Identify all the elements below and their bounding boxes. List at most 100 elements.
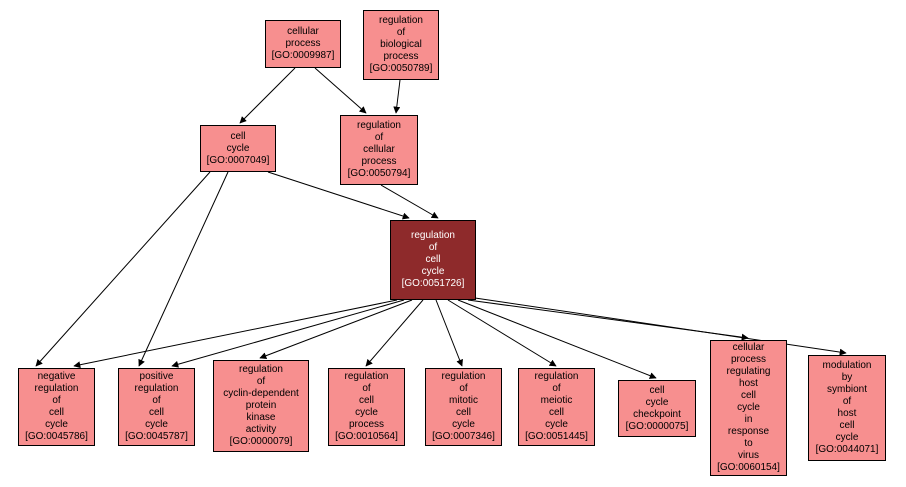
node-label-line: in [744,414,753,425]
edge-GO:0007049-to-GO:0045786 [35,171,211,367]
node-label-line: [GO:0010564] [335,431,398,442]
node-label-line: cell [455,407,471,418]
node-label-line: cycle [45,419,68,430]
node-label-line: of [428,242,438,253]
node-label-line: [GO:0000075] [625,420,689,432]
node-label-line: cell [740,390,756,401]
node-GO:0060154[interactable]: cellularprocessregulatinghostcellcyclein… [710,340,787,476]
node-label-line: checkpoint [633,408,681,420]
node-label-line: negative [37,371,76,382]
node-GO:0050789[interactable]: regulationofbiologicalprocess[GO:0050789… [363,10,439,80]
edge-GO:0051726-to-GO:0000079 [259,299,413,360]
node-label-line: cycle [645,396,669,408]
node-GO:0045787[interactable]: positiveregulationofcellcycle[GO:0045787… [118,368,195,446]
edge-GO:0051726-to-GO:0045787 [171,299,405,368]
node-label-line: of [256,376,266,387]
node-label-line: of [374,132,384,143]
node-label-line: [GO:0050789] [369,63,433,74]
node-label-line: cell [358,395,374,406]
edge-GO:0009987-to-GO:0007049 [239,67,296,124]
edge-GO:0009987-to-GO:0050794 [314,67,367,114]
node-label-line: cycle [355,407,378,418]
node-label-line: regulation [411,230,455,241]
node-label-line: [GO:0044071] [815,444,879,455]
edge-GO:0051726-to-GO:0010564 [365,299,424,367]
node-label-line: [GO:0000079] [229,436,293,447]
node-label-line: response [727,426,770,437]
node-label-line: to [744,438,753,449]
node-label-line: regulating [726,366,771,377]
node-GO:0044071[interactable]: modulationbysymbiontofhostcellcycle[GO:0… [808,355,886,461]
node-label-line: host [837,408,857,419]
node-label-line: activity [245,424,277,435]
node-label-line: cell [548,407,564,418]
edge-GO:0051726-to-GO:0045786 [73,299,398,369]
node-label-line: process [383,51,419,62]
node-label-line: [GO:0060154] [717,462,780,473]
node-label-line: of [396,27,406,38]
node-label-line: positive [139,371,174,382]
edge-GO:0051726-to-GO:0044071 [474,297,847,356]
node-label-line: cycle [545,419,568,430]
node-label-line: cycle [226,142,250,154]
node-label-line: cellular [363,144,395,155]
node-label-line: cycle [421,266,445,277]
node-label-line: regulation [134,383,179,394]
node-label-line: [GO:0007346] [432,431,495,442]
node-label-line: process [361,156,397,167]
node-label-line: process [730,354,766,365]
node-label-line: regulation [379,15,423,26]
node-label-line: virus [737,450,760,461]
node-label-line: cell [649,384,665,396]
node-label-line: cellular [732,342,765,353]
node-label-line: cell [48,407,64,418]
node-label-line: cell [839,420,855,431]
node-label-line: meiotic [540,395,573,406]
node-GO:0000079[interactable]: regulationofcyclin-dependentproteinkinas… [213,360,309,452]
node-label-line: symbiont [826,384,867,395]
node-label-line: regulation [534,371,579,382]
node-label-line: cell [148,407,164,418]
node-label-line: [GO:0051726] [401,278,465,289]
node-label-line: mitotic [449,395,478,406]
node-label-line: of [52,395,61,406]
node-label-line: cyclin-dependent [223,388,299,399]
node-label-line: [GO:0045786] [25,431,88,442]
node-label-line: regulation [34,383,79,394]
node-label-line: regulation [239,364,283,375]
node-label-line: regulation [344,371,389,382]
edge-GO:0051726-to-GO:0051445 [447,299,557,367]
edge-GO:0050789-to-GO:0050794 [393,79,401,114]
node-label-line: of [459,383,468,394]
node-label-line: [GO:0009987] [271,50,335,61]
node-label-line: [GO:0007049] [206,154,270,166]
node-label-line: modulation [822,360,872,371]
node-label-line: [GO:0051445] [525,431,588,442]
edge-GO:0007049-to-GO:0051726 [267,171,410,220]
node-label-line: of [362,383,371,394]
node-label-line: host [739,378,758,389]
node-label-line: biological [380,39,422,50]
node-label-line: of [152,395,161,406]
node-label-line: cycle [835,432,859,443]
node-label-line: cell [425,254,441,265]
node-label-line: regulation [441,371,486,382]
node-label-line: cell [230,130,246,142]
node-label-line: by [841,372,853,383]
node-label-line: regulation [357,120,401,131]
node-GO:0045786[interactable]: negativeregulationofcellcycle[GO:0045786… [18,368,95,446]
node-label-line: [GO:0050794] [347,168,411,179]
node-label-line: protein [245,400,277,411]
node-label-line: cellular [287,26,319,37]
node-label-line: kinase [246,412,276,423]
node-label-line: of [552,383,561,394]
